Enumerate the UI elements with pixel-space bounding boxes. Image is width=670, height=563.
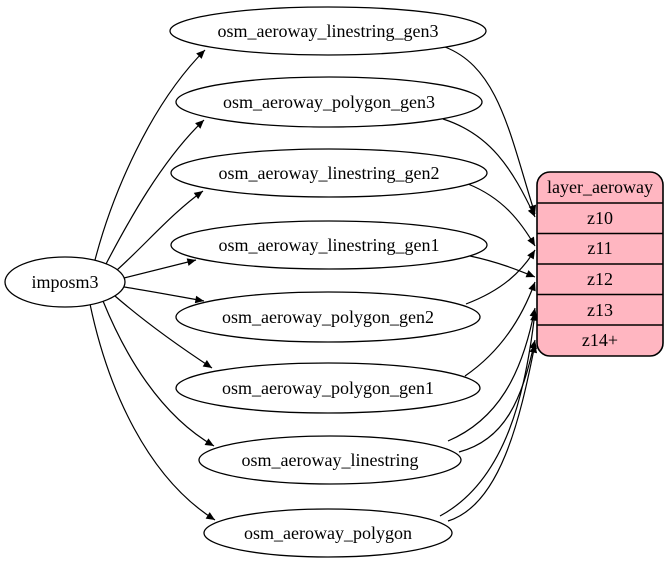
node-osm_aeroway_polygon_gen1: osm_aeroway_polygon_gen1 [175,362,481,414]
table-ellipse [203,508,453,558]
edge-osm_aeroway_polygon_gen2-z11 [465,249,536,305]
edge-imposm3-osm_aeroway_polygon_gen2 [123,286,205,304]
table-ellipse [169,6,487,56]
node-osm_aeroway_polygon_gen3: osm_aeroway_polygon_gen3 [175,76,483,128]
edge-osm_aeroway_linestring-z13 [447,307,538,442]
node-osm_aeroway_polygon_gen2: osm_aeroway_polygon_gen2 [175,291,481,343]
table-ellipse [175,291,481,343]
edge-imposm3-osm_aeroway_linestring_gen3 [94,49,206,261]
table-label: osm_aeroway_linestring_gen3 [218,21,439,41]
layer-row-z13: z13 [587,300,613,320]
edge-imposm3-osm_aeroway_polygon_gen3 [105,119,205,265]
layer-row-label: z10 [587,208,613,228]
table-ellipse [170,148,488,198]
layer-row-z11: z11 [587,238,612,258]
node-osm_aeroway_linestring_gen1: osm_aeroway_linestring_gen1 [170,220,488,270]
layer-row-z14plus: z14+ [582,330,618,350]
table-ellipse [198,435,462,485]
layer-row-z10: z10 [587,208,613,228]
layer-row-z12: z12 [587,269,613,289]
edge-imposm3-osm_aeroway_linestring [102,300,215,447]
edge-osm_aeroway_linestring_gen3-z10 [444,46,537,215]
edge-imposm3-osm_aeroway_polygon_gen1 [114,295,213,369]
table-label: osm_aeroway_linestring_gen1 [219,235,440,255]
layer-row-label: z12 [587,269,613,289]
table-label: osm_aeroway_polygon_gen1 [222,378,434,398]
table-label: osm_aeroway_polygon_gen2 [222,307,434,327]
node-osm_aeroway_polygon: osm_aeroway_polygon [203,508,453,558]
edge-osm_aeroway_linestring_gen2-z11 [467,183,536,247]
edge-group-layer [439,46,538,522]
layer-row-label: z13 [587,300,613,320]
node-layer_aeroway: layer_aeroway z10 z11 z12 z13 z14+ [536,171,664,357]
edge-imposm3-osm_aeroway_linestring_gen2 [116,190,204,271]
edge-osm_aeroway_polygon-z14plus [447,343,538,522]
imposm3-label: imposm3 [31,272,98,292]
edge-osm_aeroway_linestring-z14plus [458,339,537,453]
node-osm_aeroway_linestring_gen3: osm_aeroway_linestring_gen3 [169,6,487,56]
table-label: osm_aeroway_linestring [242,450,419,470]
table-ellipse [175,76,483,128]
imposm3-ellipse [4,256,126,308]
edge-osm_aeroway_polygon_gen3-z10 [442,118,536,218]
table-ellipse [170,220,488,270]
edge-imposm3-osm_aeroway_polygon [89,303,216,521]
table-label: osm_aeroway_polygon_gen3 [223,92,435,112]
table-label: osm_aeroway_polygon [244,523,412,543]
edge-imposm3-osm_aeroway_linestring_gen1 [123,258,197,279]
edge-group-source [89,49,216,521]
table-ellipse [175,362,481,414]
node-imposm3: imposm3 [4,256,126,308]
edge-osm_aeroway_linestring_gen1-z12 [469,255,536,278]
node-osm_aeroway_linestring: osm_aeroway_linestring [198,435,462,485]
layer-row-label: z11 [587,238,612,258]
layer-title: layer_aeroway [547,177,653,197]
table-label: osm_aeroway_linestring_gen2 [219,163,440,183]
layer-row-label: z14+ [582,330,618,350]
edge-osm_aeroway_polygon_gen1-z12 [464,281,536,377]
node-osm_aeroway_linestring_gen2: osm_aeroway_linestring_gen2 [170,148,488,198]
